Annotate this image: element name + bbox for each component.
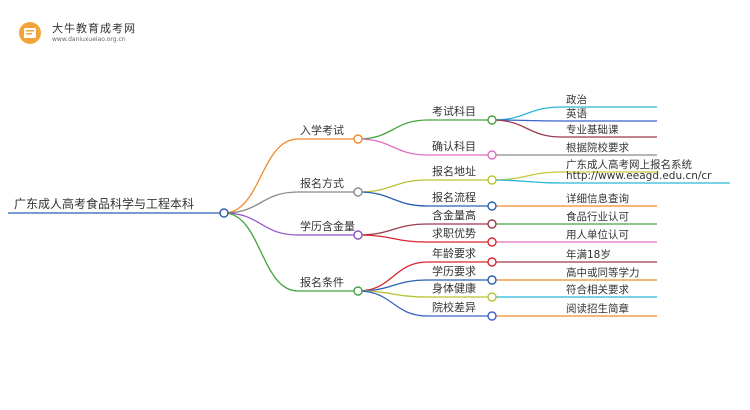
branch-2-label[interactable]: 学历含金量 xyxy=(300,219,355,233)
branch-1-child-0-leaf-1-label[interactable]: http://www.eeagd.edu.cn/cr xyxy=(566,170,712,182)
branch-1-child-0-connector xyxy=(357,179,429,193)
branch-2-child-1-connector xyxy=(357,234,429,243)
branch-3-child-1-node[interactable] xyxy=(487,275,497,285)
branch-1-node[interactable] xyxy=(353,187,363,197)
branch-3-child-2-leaf-0-label[interactable]: 符合相关要求 xyxy=(566,283,629,296)
branch-1-child-1-label[interactable]: 报名流程 xyxy=(432,190,476,204)
branch-3-child-0-label[interactable]: 年龄要求 xyxy=(432,246,476,260)
branch-1-child-0-label[interactable]: 报名地址 xyxy=(432,164,476,178)
branch-2-child-1-leaf-0-label[interactable]: 用人单位认可 xyxy=(566,228,629,241)
branch-1-child-1-leaf-0-label[interactable]: 详细信息查询 xyxy=(566,192,629,205)
branch-2-child-0-node[interactable] xyxy=(487,219,497,229)
branch-1-child-0-node[interactable] xyxy=(487,175,497,185)
branch-3-child-3-label[interactable]: 院校差异 xyxy=(432,300,476,314)
branch-0-child-1-node[interactable] xyxy=(487,150,497,160)
branch-2-child-1-node[interactable] xyxy=(487,237,497,247)
branch-3-child-0-connector xyxy=(357,261,429,292)
branch-1-child-1-node[interactable] xyxy=(487,201,497,211)
site-logo[interactable]: 大牛教育成考网 www.daniuxueiao.org.cn xyxy=(14,17,144,51)
branch-3-child-1-label[interactable]: 学历要求 xyxy=(432,264,476,278)
branch-0-child-0-node[interactable] xyxy=(487,115,497,125)
branch-3-label[interactable]: 报名条件 xyxy=(300,275,344,289)
root-label[interactable]: 广东成人高考食品科学与工程本科 xyxy=(14,196,194,211)
branch-1-child-0-leaf-0-label[interactable]: 广东成人高考网上报名系统 xyxy=(566,158,692,171)
branch-0-child-0-leaf-0-label[interactable]: 政治 xyxy=(566,93,587,106)
branch-0-child-0-connector xyxy=(357,119,429,140)
branch-3-child-2-node[interactable] xyxy=(487,292,497,302)
branch-0-node[interactable] xyxy=(353,134,363,144)
branch-3-node[interactable] xyxy=(353,286,363,296)
branch-0-child-1-label[interactable]: 确认科目 xyxy=(432,139,476,153)
branch-2-child-0-label[interactable]: 含金量高 xyxy=(432,208,476,222)
branch-1-child-0-leaf-0-connector xyxy=(491,171,563,181)
branch-1-child-1-connector xyxy=(357,191,429,207)
branch-1-label[interactable]: 报名方式 xyxy=(300,176,344,190)
branch-3-child-2-label[interactable]: 身体健康 xyxy=(432,281,476,295)
branch-0-child-0-leaf-0-connector xyxy=(491,106,563,121)
branch-0-child-0-leaf-2-connector xyxy=(491,119,563,138)
branch-0-label[interactable]: 入学考试 xyxy=(300,123,344,137)
branch-2-child-0-connector xyxy=(357,223,429,236)
branch-0-child-0-label[interactable]: 考试科目 xyxy=(432,104,476,118)
branch-3-child-1-leaf-0-label[interactable]: 高中或同等学力 xyxy=(566,266,640,279)
branch-3-child-0-leaf-0-label[interactable]: 年满18岁 xyxy=(566,248,611,261)
branch-3-connector xyxy=(223,212,299,292)
branch-1-connector xyxy=(223,191,299,214)
book-logo-icon xyxy=(19,22,41,44)
branch-0-child-0-leaf-1-label[interactable]: 英语 xyxy=(566,107,587,120)
branch-2-connector xyxy=(223,212,299,236)
branch-1-child-0-leaf-1-connector xyxy=(491,179,563,184)
root-node[interactable] xyxy=(219,208,229,218)
branch-0-connector xyxy=(223,138,299,214)
branch-2-child-0-leaf-0-label[interactable]: 食品行业认可 xyxy=(566,210,629,223)
branch-0-child-1-connector xyxy=(357,138,429,156)
branch-3-child-3-node[interactable] xyxy=(487,311,497,321)
branch-0-child-0-leaf-2-label[interactable]: 专业基础课 xyxy=(566,123,619,136)
logo-title: 大牛教育成考网 xyxy=(52,22,136,35)
branch-2-node[interactable] xyxy=(353,230,363,240)
branch-0-child-1-leaf-0-label[interactable]: 根据院校要求 xyxy=(566,141,629,154)
logo-url: www.daniuxueiao.org.cn xyxy=(52,36,126,43)
branch-3-child-3-leaf-0-label[interactable]: 阅读招生简章 xyxy=(566,302,629,315)
branch-3-child-3-connector xyxy=(357,290,429,317)
branch-3-child-0-node[interactable] xyxy=(487,257,497,267)
branch-2-child-1-label[interactable]: 求职优势 xyxy=(432,227,476,240)
